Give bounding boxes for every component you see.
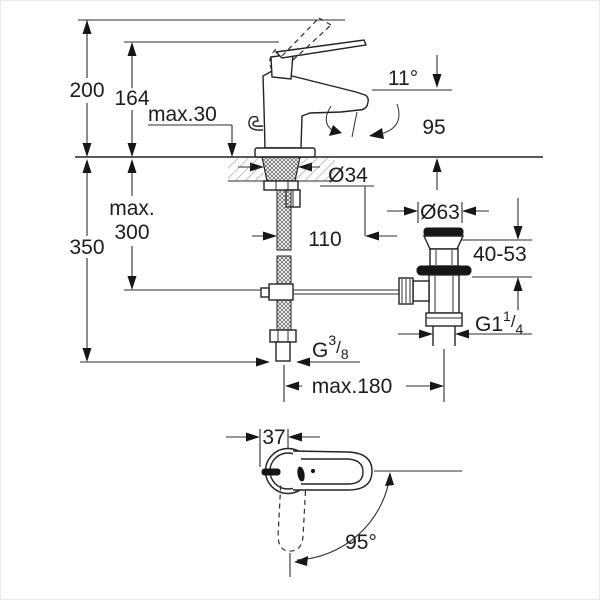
waste-flange-gasket: [416, 265, 472, 276]
label-total-height: 200: [69, 79, 104, 102]
rod-clamp-screw: [260, 287, 270, 298]
deck-hatch-left: [228, 157, 265, 181]
waste-side-port: [412, 280, 430, 302]
handle-top-outline: [292, 450, 373, 491]
popup-rod-knob: [248, 115, 264, 131]
base-plate: [254, 147, 316, 158]
label-hole-diameter: Ø34: [328, 164, 368, 187]
dimension-labels: 200 164 max.30 11° 95 Ø34 350 max. 300 1…: [69, 67, 526, 554]
waste-plug-cap: [423, 227, 464, 237]
supply-hose-upper: [276, 189, 292, 251]
label-max-deck-thickness: max.30: [148, 103, 217, 126]
dimension-lines: [78, 19, 532, 577]
label-body-height: 164: [114, 87, 149, 110]
mounting-nut: [263, 180, 299, 191]
supply-hose-lower: [276, 299, 292, 331]
label-below-deck-depth: 350: [69, 236, 104, 259]
supply-hose-middle: [276, 255, 292, 285]
faucet-side-view: [75, 17, 543, 362]
label-rod-length-max: max.: [109, 197, 155, 220]
waste-neck: [422, 235, 465, 250]
handle-swung-dashed: [277, 485, 307, 552]
handle-indicator-mark: [297, 466, 305, 482]
waste-collar: [425, 312, 463, 327]
rod-clamp: [268, 283, 294, 301]
label-waste-thread: G11/4: [475, 308, 524, 337]
faucet-body: [262, 70, 369, 149]
label-spout-projection: 110: [308, 228, 341, 251]
label-handle-offset: 37: [262, 426, 285, 449]
waste-upper-body: [429, 248, 459, 267]
supply-thread-nipple: [275, 341, 291, 362]
label-max-center-distance: max.180: [312, 375, 393, 398]
lever-handle: [274, 39, 367, 59]
label-spout-angle: 11°: [388, 67, 418, 90]
waste-tailpipe: [432, 326, 456, 346]
popup-rod-horizontal: [293, 289, 399, 295]
threaded-shank: [261, 156, 301, 182]
supply-nut: [269, 329, 297, 343]
label-rod-length-value: 300: [114, 221, 149, 244]
popup-waste-assembly: [398, 227, 472, 346]
label-handle-swivel-angle: 95°: [345, 531, 377, 554]
label-supply-thread: G3/8: [312, 332, 349, 362]
deck-hatch-right: [296, 157, 335, 181]
label-waste-flange-diameter: Ø63: [420, 201, 460, 224]
handle-dot: [310, 468, 316, 474]
stream-angle-arcs: [325, 103, 400, 135]
label-basin-thickness-range: 40-53: [473, 243, 527, 266]
handle-inner-outline: [301, 458, 364, 485]
faucet-top-view: [261, 447, 373, 552]
popup-rod-top-view: [261, 468, 281, 476]
dimension-arrowheads: [82, 20, 523, 566]
water-stream-line: [351, 111, 358, 138]
waste-body: [428, 274, 460, 314]
label-spout-height: 95: [422, 116, 445, 139]
